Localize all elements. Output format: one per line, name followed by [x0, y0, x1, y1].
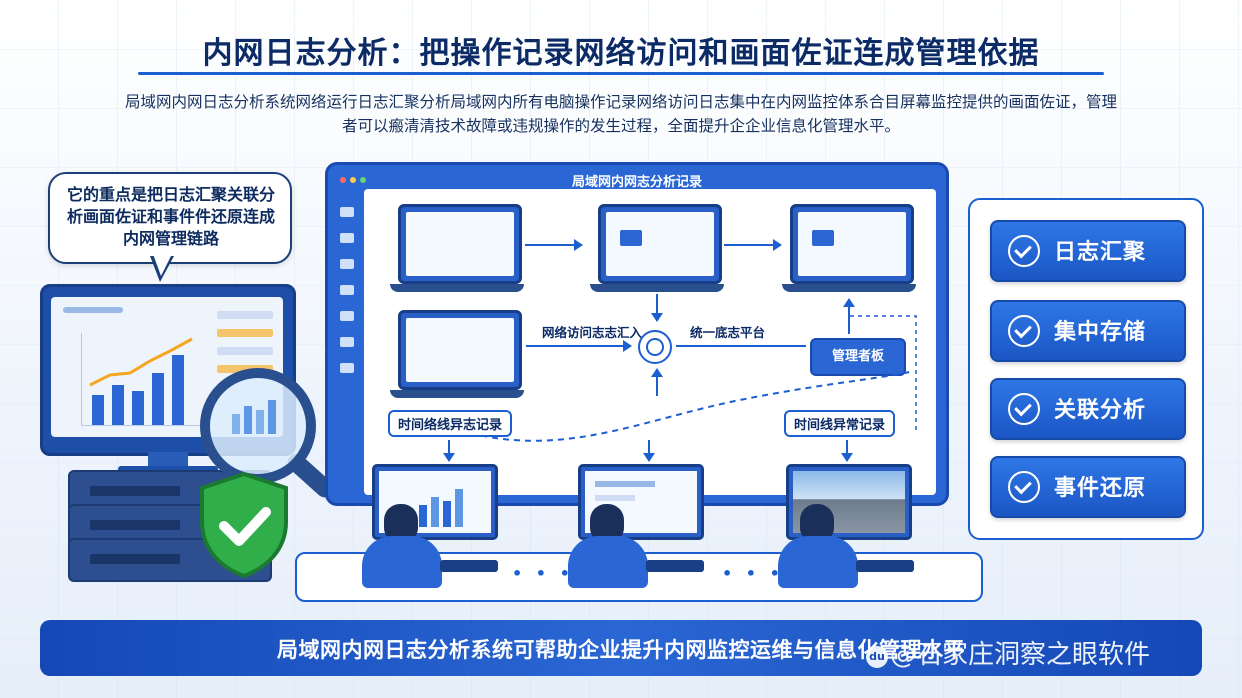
operator-head [384, 504, 418, 542]
footer-banner: 局域网内网日志分析系统可帮助企业提升内网监控运维与信息化管理水平 [40, 620, 1202, 676]
timeline-tag-right: 时间线异常记录 [784, 410, 896, 437]
feature-button-log-aggregation[interactable]: 日志汇聚 [990, 220, 1186, 282]
chart-bar [152, 373, 164, 425]
flow-arrow [525, 239, 583, 251]
timeline-curve [459, 315, 917, 442]
window-maximize-dot[interactable] [360, 177, 366, 183]
continuation-dots: • • • [512, 564, 574, 583]
shield-check-icon [1008, 235, 1040, 267]
timeline-tag-left: 时间络线异志记录 [388, 410, 513, 437]
operator-screen-3 [786, 464, 912, 540]
side-info-bar [217, 311, 273, 319]
chart-bar [112, 385, 124, 425]
flow-arrow-down [443, 440, 455, 462]
sidebar-icon[interactable] [340, 207, 354, 217]
monitor-stand [148, 452, 188, 468]
feature-label: 日志汇聚 [1054, 240, 1147, 265]
operator-head [800, 504, 834, 542]
operator-body [362, 536, 442, 588]
flow-arrow-down [841, 440, 853, 462]
feature-label: 集中存储 [1054, 320, 1147, 345]
watermark: @石家庄洞察之眼软件 [890, 640, 1151, 670]
flow-arrow [526, 340, 632, 352]
window-title: 局域网内网志分析记录 [571, 175, 702, 190]
window-close-dot[interactable] [340, 177, 346, 183]
sidebar-icon[interactable] [340, 285, 354, 295]
continuation-dots: • • • [722, 564, 784, 583]
sidebar-icon[interactable] [340, 337, 354, 347]
flow-arrow-up [843, 298, 855, 334]
sidebar-icon[interactable] [340, 259, 354, 269]
flow-label-right: 统一底志平台 [690, 325, 766, 340]
manager-board[interactable]: 管理者板 [810, 338, 906, 376]
feature-label: 事件还原 [1054, 476, 1147, 501]
flow-arrow-down [643, 440, 655, 462]
analysis-icon [1008, 393, 1040, 425]
chart-bar [172, 355, 184, 425]
chart-bar [132, 391, 144, 425]
feature-button-correlation-analysis[interactable]: 关联分析 [990, 378, 1186, 440]
page-subtitle: 局域网内网日志分析系统网络运行日志汇聚分析局域网内所有电脑操作记录网络访问日志集… [124, 93, 1117, 135]
flow-arrow [724, 239, 782, 251]
page-title: 内网日志分析：把操作记录网络访问和画面佐证连成管理依据 [202, 36, 1040, 71]
sidebar-icon[interactable] [340, 363, 354, 373]
keyboard [646, 560, 704, 572]
flow-connector [676, 345, 806, 347]
restore-icon [1008, 471, 1040, 503]
footer-text: 局域网内网日志分析系统可帮助企业提升内网监控运维与信息化管理水平 [277, 638, 965, 662]
flow-label-left: 网络访问志志汇入 [542, 325, 643, 340]
speech-bubble-text: 它的重点是把日志汇聚关联分析画面佐证和事件件还原连成内网管理链路 [66, 185, 275, 248]
laptop-4 [390, 310, 524, 398]
operator-body [568, 536, 648, 588]
laptop-2 [590, 204, 724, 292]
side-info-bar [217, 329, 273, 337]
operator-body [778, 536, 858, 588]
bar-chart [81, 333, 202, 426]
title-underline [138, 72, 1104, 75]
flow-arrow-up [651, 368, 663, 396]
hub-node [638, 330, 672, 364]
feature-label: 关联分析 [1054, 398, 1147, 423]
side-info-bar [217, 347, 273, 355]
keyboard [856, 560, 914, 572]
window-minimize-dot[interactable] [350, 177, 356, 183]
speech-bubble-tail-inner [153, 254, 172, 276]
watermark-logo: du [866, 646, 888, 668]
keyboard [440, 560, 498, 572]
feature-panel: 日志汇聚 集中存储 关联分析 事件还原 [968, 198, 1204, 540]
sidebar-icon[interactable] [340, 311, 354, 321]
speech-bubble: 它的重点是把日志汇聚关联分析画面佐证和事件件还原连成内网管理链路 [48, 172, 292, 264]
chart-bar [92, 395, 104, 425]
laptop-3 [782, 204, 916, 292]
feature-button-event-restore[interactable]: 事件还原 [990, 456, 1186, 518]
trend-line [89, 337, 193, 387]
storage-icon [1008, 315, 1040, 347]
flow-arrow-down [651, 294, 663, 322]
shield-check-icon [200, 471, 288, 579]
operator-screen-2 [578, 464, 704, 540]
screen-heading-bar [63, 307, 123, 313]
feature-button-central-storage[interactable]: 集中存储 [990, 300, 1186, 362]
magnifier-icon [200, 368, 316, 484]
laptop-1 [390, 204, 524, 292]
operator-head [590, 504, 624, 542]
sidebar-icon[interactable] [340, 233, 354, 243]
